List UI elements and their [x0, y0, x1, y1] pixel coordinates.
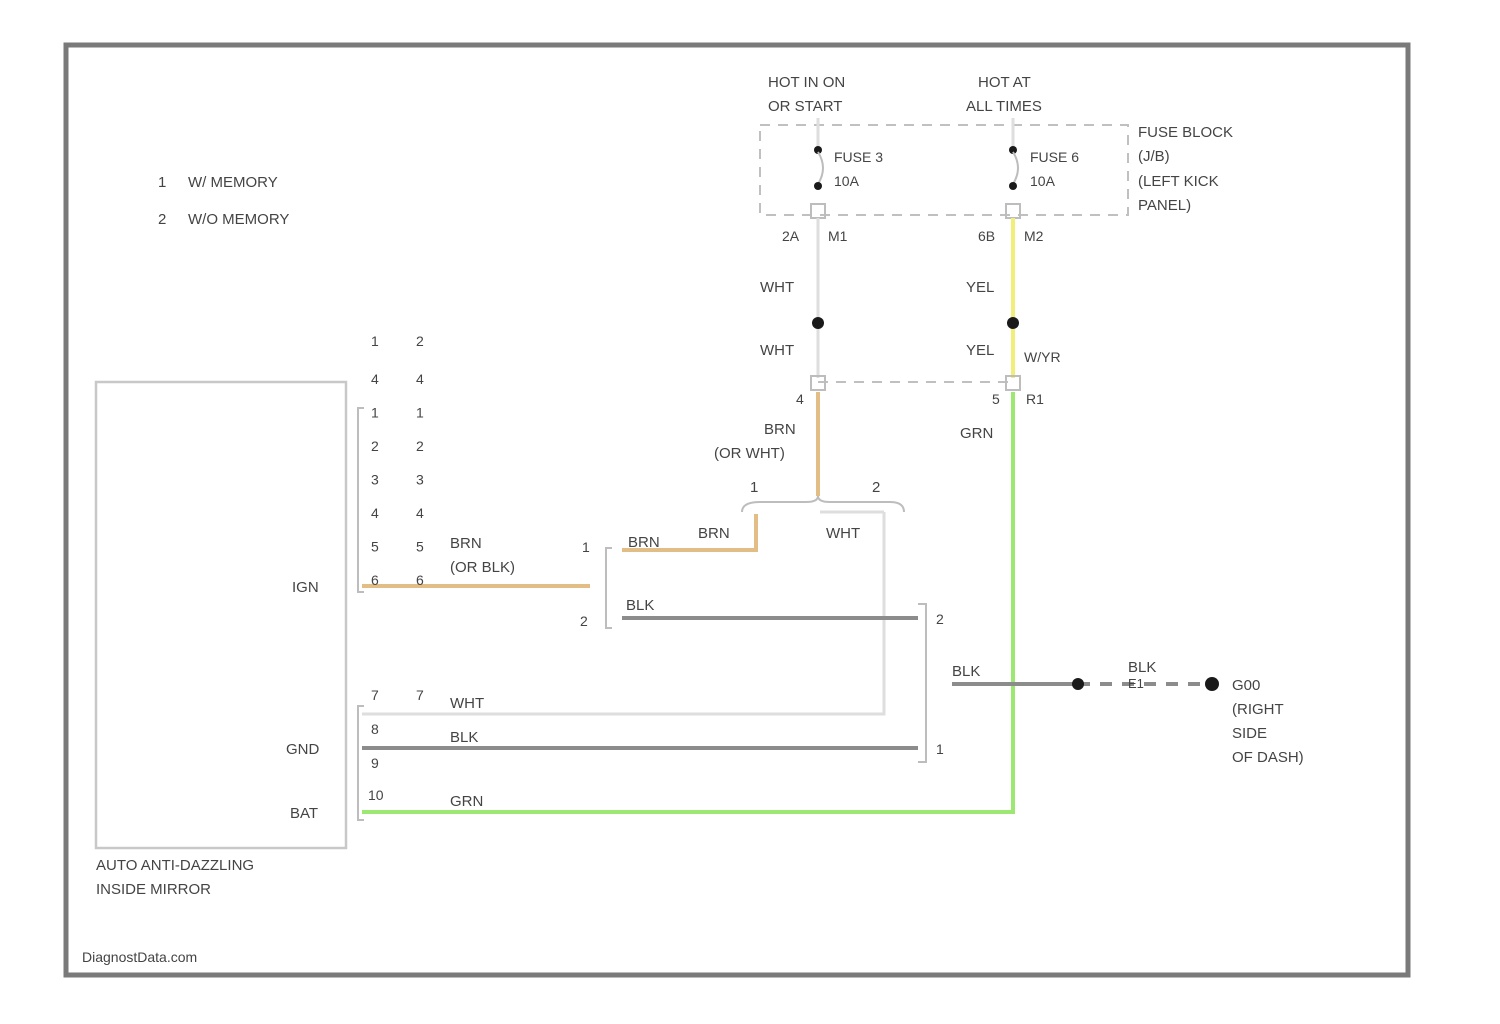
wire-or-wht-label: (OR WHT) [714, 445, 785, 462]
ground-location-line2: (RIGHT [1232, 701, 1284, 718]
mirror-col2-header: 2 [416, 333, 424, 349]
mirror-col1-pin-7: 6 [371, 572, 379, 588]
ground-wire-label-2: BLK [1128, 659, 1156, 676]
splice-yel-label: W/YR [1024, 349, 1061, 365]
right-pin-1: 1 [936, 741, 944, 757]
ground-location-line3: SIDE [1232, 725, 1267, 742]
fuse2-rating: 10A [1030, 173, 1056, 189]
splice-ground [1072, 678, 1084, 690]
fuse1-name: FUSE 3 [834, 149, 883, 165]
wire-yel-label-2: YEL [966, 342, 994, 359]
fuse-block-label-line3: (LEFT KICK [1138, 173, 1219, 190]
mirror-col1-pin-6: 5 [371, 539, 379, 555]
wire-blk-upper-label: BLK [626, 597, 654, 614]
mirror-col2-pin-2: 1 [416, 405, 424, 421]
fuse2-terminal-b: M2 [1024, 228, 1044, 244]
hot-ign-label-line2: OR START [768, 98, 842, 115]
mid-connector-bracket [606, 548, 612, 628]
fuse2-terminal-a: 6B [978, 228, 995, 244]
mirror-col2-pin-7: 6 [416, 572, 424, 588]
mirror-col2-pin-5: 4 [416, 505, 424, 521]
mirror-col1-pin-3: 2 [371, 438, 379, 454]
fuse2-name: FUSE 6 [1030, 149, 1079, 165]
ground-point-icon [1205, 677, 1219, 691]
mirror-col1-pin-2: 1 [371, 405, 379, 421]
fuse2-contact-bottom [1009, 182, 1017, 190]
wire-yel-label-1: YEL [966, 279, 994, 296]
legend-item1-num: 1 [158, 174, 166, 191]
mirror-col2-pin-6: 5 [416, 539, 424, 555]
mirror-pin-7b: 7 [416, 687, 424, 703]
mirror-col1-header: 1 [371, 333, 379, 349]
switch-bracket [742, 496, 904, 512]
right-pin-2: 2 [936, 611, 944, 627]
legend-item1-text: W/ MEMORY [188, 174, 278, 191]
fuse1-rating: 10A [834, 173, 860, 189]
wire-wht-label-2: WHT [760, 342, 794, 359]
switch-wire-wht: WHT [826, 525, 860, 542]
wire-brn-label: BRN [764, 421, 796, 438]
hot-ign-label-line1: HOT IN ON [768, 74, 845, 91]
connector-pin-4: 4 [796, 391, 804, 407]
mirror-connector-bracket-upper [358, 408, 364, 592]
wire-grn-label: GRN [960, 425, 993, 442]
wire-brn-or-blk-label-1: BRN [450, 535, 482, 552]
legend-item2-text: W/O MEMORY [188, 211, 289, 228]
fuse1-terminal-a: 2A [782, 228, 800, 244]
right-connector-bracket [918, 604, 926, 762]
mirror-pin-10: 10 [368, 787, 384, 803]
mirror-col1-pin-1: 4 [371, 371, 379, 387]
mirror-connector-bracket-lower [358, 706, 364, 820]
hot-at-label-line2: ALL TIMES [966, 98, 1042, 115]
mirror-col1-pin-4: 3 [371, 472, 379, 488]
fuse2-element-icon [1013, 152, 1018, 184]
wire-blk-gnd-label: BLK [450, 729, 478, 746]
mirror-label-bat: BAT [290, 805, 318, 822]
splice-wht [812, 317, 824, 329]
mirror-col2-pin-4: 3 [416, 472, 424, 488]
mirror-pin-8: 8 [371, 721, 379, 737]
switch-pin-2: 2 [872, 479, 880, 496]
mirror-label-gnd: GND [286, 741, 320, 758]
fuse-block-box [760, 125, 1128, 215]
mirror-pin-9: 9 [371, 755, 379, 771]
fuse1-contact-bottom [814, 182, 822, 190]
connector-pin-r1: R1 [1026, 391, 1044, 407]
connector-pin-5: 5 [992, 391, 1000, 407]
wire-brn-or-blk-label-2: (OR BLK) [450, 559, 515, 576]
wire-wht-pin7 [362, 512, 884, 714]
switch-pin-1: 1 [750, 479, 758, 496]
fuse-block-label-line1: FUSE BLOCK [1138, 124, 1233, 141]
ground-wire-extra: E1 [1128, 676, 1144, 691]
splice-yel [1007, 317, 1019, 329]
ground-location-line4: OF DASH) [1232, 749, 1304, 766]
fuse1-terminal-b: M1 [828, 228, 848, 244]
ground-id: G00 [1232, 677, 1260, 694]
watermark: DiagnostData.com [82, 949, 197, 965]
ground-wire-label-1: BLK [952, 663, 980, 680]
mirror-name-line1: AUTO ANTI-DAZZLING [96, 857, 254, 874]
fuse1-element-icon [818, 152, 823, 184]
hot-at-label-line1: HOT AT [978, 74, 1031, 91]
connector-yel-icon [1006, 376, 1020, 390]
mirror-pin-7a: 7 [371, 687, 379, 703]
mirror-label-ign: IGN [292, 579, 319, 596]
mid-pin-1: 1 [582, 539, 590, 555]
wire-wht-pin7-label: WHT [450, 695, 484, 712]
switch-wire-brn-2: BRN [628, 534, 660, 551]
mirror-col2-pin-3: 2 [416, 438, 424, 454]
wire-grn-bat-label: GRN [450, 793, 483, 810]
fuse-block-label-line4: PANEL) [1138, 197, 1191, 214]
mirror-col2-pin-1: 4 [416, 371, 424, 387]
mirror-name-line2: INSIDE MIRROR [96, 881, 211, 898]
switch-wire-brn-1: BRN [698, 525, 730, 542]
wire-wht-label-1: WHT [760, 279, 794, 296]
fuse-block-label-line2: (J/B) [1138, 148, 1170, 165]
mirror-pin-columns: 1 2 4 1 2 3 4 5 6 4 1 2 3 4 5 6 [371, 333, 424, 588]
mirror-component-box [96, 382, 346, 848]
mirror-col1-pin-5: 4 [371, 505, 379, 521]
legend-item2-num: 2 [158, 211, 166, 228]
mid-pin-2: 2 [580, 613, 588, 629]
